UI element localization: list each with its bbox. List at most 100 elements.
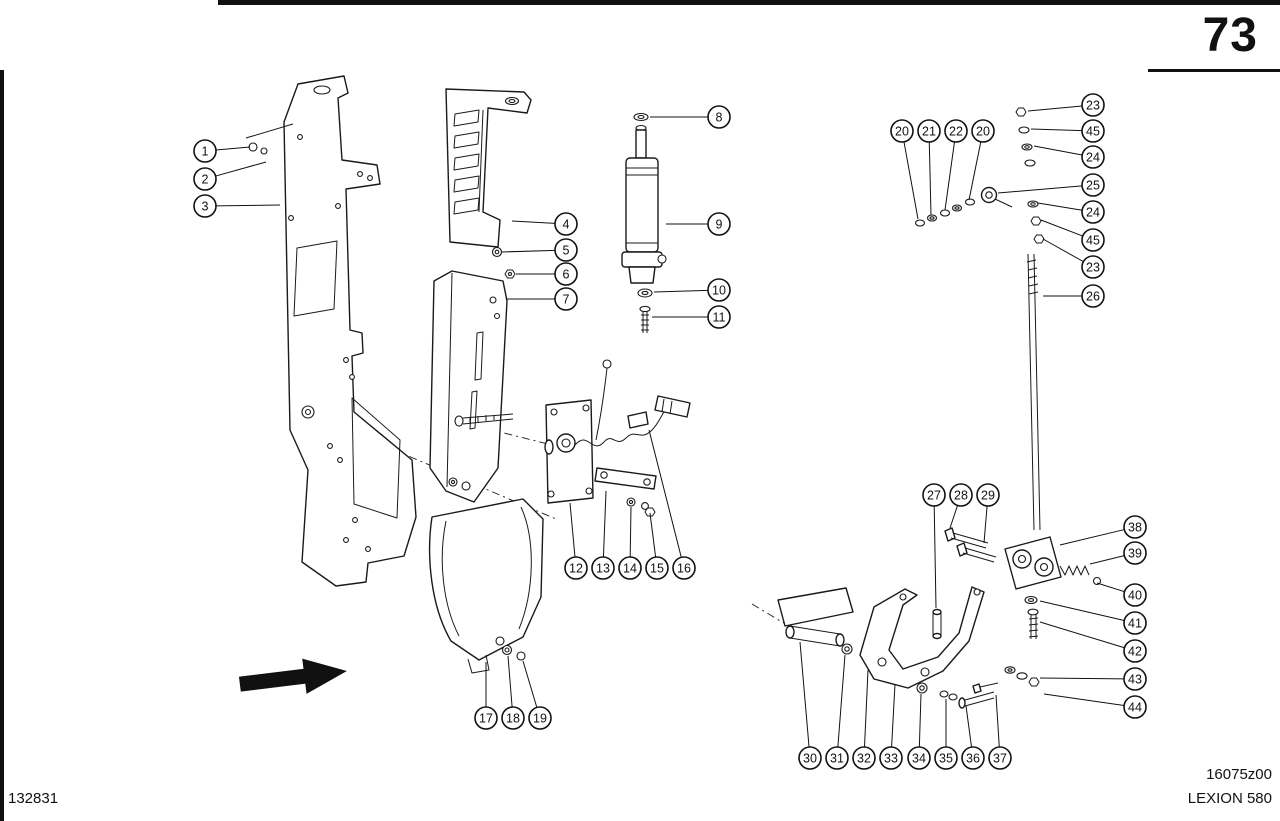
callout-36: 36: [961, 705, 985, 770]
svg-text:30: 30: [803, 752, 817, 766]
long-bolt: [448, 413, 514, 491]
pivot-bracket-assembly: [777, 586, 1040, 709]
svg-text:16: 16: [677, 562, 691, 576]
callout-13: 13: [591, 490, 615, 580]
callout-4: 4: [511, 212, 578, 236]
svg-text:11: 11: [713, 311, 726, 325]
support-bracket-upper: [445, 88, 532, 248]
valve-block-assembly: [944, 527, 1102, 639]
svg-text:39: 39: [1128, 547, 1142, 561]
svg-text:34: 34: [912, 752, 926, 766]
svg-text:17: 17: [479, 712, 493, 726]
callout-10: 10: [653, 278, 731, 302]
callout-6: 6: [516, 262, 578, 286]
callout-3: 3: [193, 194, 281, 218]
callout-38: 38: [1059, 515, 1147, 546]
callout-28: 28: [949, 483, 973, 529]
doc-number: 132831: [8, 790, 59, 807]
callout-25: 25: [997, 173, 1105, 197]
svg-text:12: 12: [569, 562, 583, 576]
callout-23: 23: [1042, 238, 1105, 279]
callout-35: 35: [934, 699, 958, 770]
svg-text:25: 25: [1086, 179, 1100, 193]
page-number-underline: [1148, 69, 1280, 72]
callout-24: 24: [1033, 145, 1105, 169]
svg-text:43: 43: [1128, 673, 1142, 687]
svg-text:6: 6: [563, 268, 570, 282]
page-number: 73: [1202, 9, 1258, 62]
svg-text:20: 20: [976, 125, 990, 139]
callout-23: 23: [1027, 93, 1105, 117]
svg-text:36: 36: [966, 752, 980, 766]
svg-text:24: 24: [1086, 206, 1100, 220]
svg-text:29: 29: [981, 489, 995, 503]
svg-text:38: 38: [1128, 521, 1142, 535]
callout-14: 14: [618, 506, 642, 580]
svg-text:9: 9: [716, 218, 723, 232]
callout-12: 12: [564, 502, 588, 580]
svg-text:20: 20: [895, 125, 909, 139]
direction-arrow-icon: [238, 658, 347, 694]
callout-20: 20: [890, 119, 919, 220]
svg-text:44: 44: [1128, 701, 1142, 715]
svg-text:31: 31: [830, 752, 844, 766]
mounting-plate-middle: [429, 270, 508, 503]
svg-text:7: 7: [563, 293, 570, 307]
callout-27: 27: [922, 483, 946, 609]
svg-text:35: 35: [939, 752, 953, 766]
callout-11: 11: [652, 305, 731, 329]
callout-41: 41: [1039, 600, 1147, 635]
callout-29: 29: [976, 483, 1000, 544]
callout-37: 37: [988, 694, 1012, 770]
callout-26: 26: [1043, 284, 1105, 308]
svg-text:23: 23: [1086, 99, 1100, 113]
callout-18: 18: [501, 655, 525, 730]
svg-text:22: 22: [949, 125, 963, 139]
svg-text:26: 26: [1086, 290, 1100, 304]
svg-text:45: 45: [1086, 234, 1100, 248]
svg-text:2: 2: [202, 173, 209, 187]
svg-text:10: 10: [712, 284, 726, 298]
svg-text:5: 5: [563, 244, 570, 258]
svg-text:40: 40: [1128, 589, 1142, 603]
callout-21: 21: [917, 119, 941, 216]
svg-text:28: 28: [954, 489, 968, 503]
callout-30: 30: [798, 641, 822, 770]
svg-text:45: 45: [1086, 125, 1100, 139]
callout-43: 43: [1039, 667, 1147, 691]
callout-24: 24: [1037, 200, 1105, 224]
lower-guard-bracket: [428, 498, 544, 674]
callout-31: 31: [825, 654, 849, 770]
callout-2: 2: [193, 161, 267, 191]
callout-42: 42: [1039, 621, 1147, 663]
svg-text:13: 13: [596, 562, 610, 576]
svg-text:32: 32: [857, 752, 871, 766]
callout-34: 34: [907, 693, 931, 770]
model-name: LEXION 580: [1187, 790, 1272, 807]
svg-text:27: 27: [927, 489, 941, 503]
svg-text:14: 14: [623, 562, 637, 576]
svg-text:33: 33: [884, 752, 898, 766]
callout-15: 15: [645, 512, 669, 580]
left-border-line: [0, 70, 4, 821]
hydraulic-cylinder: [621, 112, 667, 333]
svg-text:3: 3: [202, 200, 209, 214]
svg-text:4: 4: [563, 218, 570, 232]
callout-20: 20: [968, 119, 995, 201]
callout-45: 45: [1030, 119, 1105, 143]
callout-16: 16: [648, 429, 696, 580]
callout-39: 39: [1089, 541, 1147, 565]
svg-text:18: 18: [506, 712, 520, 726]
svg-text:41: 41: [1128, 617, 1142, 631]
plate-fasteners: [491, 246, 516, 279]
callout-17: 17: [474, 662, 498, 730]
rod-linkage-assembly: [914, 107, 1045, 531]
svg-text:23: 23: [1086, 261, 1100, 275]
figure-code: 16075z00: [1206, 766, 1272, 783]
screw-and-nut: [245, 123, 294, 155]
callout-40: 40: [1096, 582, 1147, 607]
callout-9: 9: [666, 212, 731, 236]
